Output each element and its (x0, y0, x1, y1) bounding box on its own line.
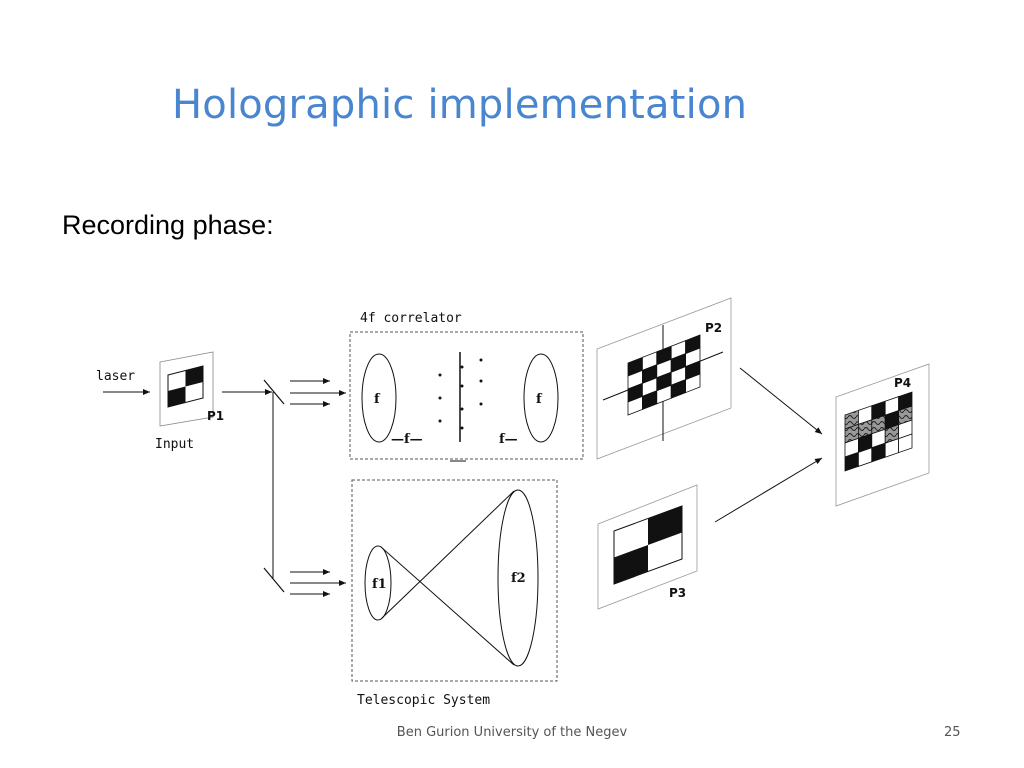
spectrum-plane-p2 (596, 297, 732, 460)
distance-f-left: —f— (391, 432, 423, 447)
p3-label: P3 (669, 586, 686, 600)
p2grid-cell (685, 373, 701, 394)
page-number: 25 (944, 725, 961, 740)
p2-label: P2 (705, 321, 722, 335)
recording-phase-heading: Recording phase: (62, 210, 274, 240)
lens-f2-label: f2 (511, 571, 526, 586)
hologram-plane-p4 (835, 363, 930, 507)
lens-f1 (364, 545, 392, 621)
lens-f-right (523, 353, 559, 443)
beam-splitter-2 (263, 567, 285, 593)
p4grid-cell (898, 433, 913, 454)
lens-f2 (497, 489, 539, 667)
input-plane-p1 (159, 351, 214, 427)
p4-label: P4 (894, 376, 911, 390)
footer-university: Ben Gurion University of the Negev (396, 725, 628, 740)
lens-f1-label: f1 (372, 577, 387, 592)
p1-label: P1 (207, 409, 224, 423)
correlator-box (349, 331, 584, 460)
lens-f-left (361, 353, 397, 443)
input-label: Input (155, 437, 194, 452)
lens-f-right-label: f (536, 392, 543, 407)
telescopic-box (351, 479, 558, 682)
correlator-label: 4f correlator (360, 311, 462, 326)
lens-f-left-label: f (374, 392, 381, 407)
distance-f-right: f— (499, 432, 518, 447)
arrow-p3-to-p4 (714, 457, 823, 523)
spectrum-dots (438, 358, 483, 430)
slide-title: Holographic implementation (172, 82, 748, 128)
reference-plane-p3 (597, 484, 698, 610)
telescopic-label: Telescopic System (357, 693, 490, 708)
beam-splitter-1 (263, 379, 285, 405)
laser-label: laser (96, 369, 135, 384)
arrow-p2-to-p4 (739, 367, 823, 435)
